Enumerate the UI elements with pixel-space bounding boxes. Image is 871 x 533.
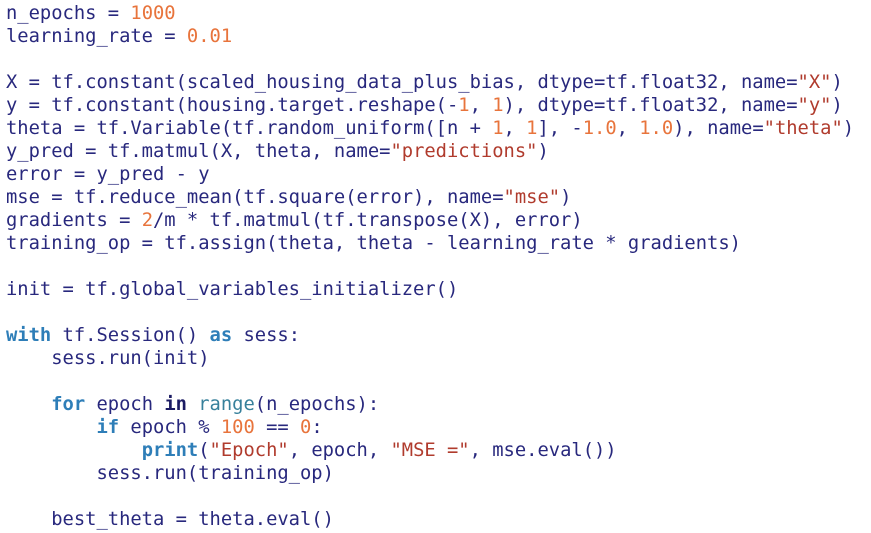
code-line: init = tf.global_variables_initializer() (6, 278, 871, 301)
code-line (6, 255, 871, 278)
code-line (6, 485, 871, 508)
code-token-pl: learning_rate = (6, 26, 187, 47)
code-token-pl: ) (537, 141, 549, 162)
code-token-num: 1.0 (639, 118, 674, 139)
code-line: if epoch % 100 == 0: (6, 416, 871, 439)
code-token-pl: ) (831, 95, 843, 116)
code-token-num: 1000 (130, 3, 176, 24)
code-line: training_op = tf.assign(theta, theta - l… (6, 232, 871, 255)
code-line: error = y_pred - y (6, 163, 871, 186)
code-token-pl: epoch (85, 394, 165, 415)
code-token-pl: training_op = tf.assign(theta, theta - l… (6, 233, 741, 254)
code-token-pl: (n_epochs): (254, 394, 380, 415)
code-token-num: 1 (492, 118, 504, 139)
code-token-pl: mse = tf.reduce_mean(tf.square(error), n… (6, 187, 504, 208)
code-token-pl: ), dtype=tf.float32, name= (503, 95, 798, 116)
code-token-pl: , (503, 118, 527, 139)
code-token-str: "MSE =" (390, 440, 470, 461)
code-line: for epoch in range(n_epochs): (6, 393, 871, 416)
code-line: print("Epoch", epoch, "MSE =", mse.eval(… (6, 439, 871, 462)
code-token-pl (6, 440, 142, 461)
code-token-pl: sess.run(training_op) (6, 463, 334, 484)
code-token-pl: == (254, 417, 301, 438)
code-token-pl: theta = tf.Variable(tf.random_uniform([n… (6, 118, 493, 139)
code-token-pl (6, 417, 96, 438)
code-token-pl: ) (842, 118, 855, 139)
code-line: theta = tf.Variable(tf.random_uniform([n… (6, 117, 871, 140)
code-line: learning_rate = 0.01 (6, 25, 871, 48)
code-token-str: "predictions" (390, 141, 538, 162)
code-token-pl: sess: (232, 325, 301, 346)
code-token-pl: n_epochs = (6, 3, 131, 24)
code-token-pl: sess.run(init) (6, 348, 210, 369)
code-token-pl: epoch % (119, 417, 221, 438)
code-token-str: "y" (797, 95, 832, 116)
code-token-num: 1 (526, 118, 538, 139)
code-line: sess.run(training_op) (6, 462, 871, 485)
code-line (6, 301, 871, 324)
code-token-str: "X" (797, 72, 832, 93)
code-line: mse = tf.reduce_mean(tf.square(error), n… (6, 186, 871, 209)
code-token-num: 1.0 (582, 118, 617, 139)
code-token-str: "theta" (763, 118, 843, 139)
code-token-bi: range (198, 394, 255, 415)
code-token-kw: if (96, 417, 120, 438)
code-token-pl: tf.Session() (51, 325, 210, 346)
code-line: with tf.Session() as sess: (6, 324, 871, 347)
code-token-pl (187, 394, 198, 415)
code-token-pl: ) (831, 72, 843, 93)
code-token-kw: for (51, 394, 86, 415)
code-token-pl: init = tf.global_variables_initializer() (6, 279, 459, 300)
code-line: gradients = 2/m * tf.matmul(tf.transpose… (6, 209, 871, 232)
code-token-kw: with (6, 325, 52, 346)
code-token-num: 100 (220, 417, 255, 438)
code-token-num: 2 (141, 210, 153, 231)
code-token-pl: , (616, 118, 640, 139)
code-token-str: "mse" (503, 187, 561, 208)
code-line: y = tf.constant(housing.target.reshape(-… (6, 94, 871, 117)
code-token-pl: : (311, 417, 323, 438)
code-token-num: 1 (458, 95, 470, 116)
code-line: X = tf.constant(scaled_housing_data_plus… (6, 71, 871, 94)
code-token-str: "Epoch" (209, 440, 289, 461)
code-token-pl: X = tf.constant(scaled_housing_data_plus… (6, 72, 798, 93)
code-token-kw: print (141, 440, 199, 461)
code-token-pl: ], - (537, 118, 583, 139)
code-token-num: 0.01 (186, 26, 233, 47)
code-line: n_epochs = 1000 (6, 2, 871, 25)
code-token-pl: error = y_pred - y (6, 164, 210, 185)
code-token-pl: , epoch, (288, 440, 391, 461)
code-token-pl (6, 394, 51, 415)
code-token-num: 0 (300, 417, 312, 438)
code-token-kwin: in (164, 394, 187, 415)
code-token-pl: /m * tf.matmul(tf.transpose(X), error) (153, 210, 583, 231)
code-token-pl: y = tf.constant(housing.target.reshape(- (6, 95, 459, 116)
code-line: sess.run(init) (6, 347, 871, 370)
code-token-pl: ( (198, 440, 210, 461)
code-token-pl: best_theta = theta.eval() (6, 509, 334, 530)
code-token-pl: ) (560, 187, 572, 208)
code-token-pl: y_pred = tf.matmul(X, theta, name= (6, 141, 391, 162)
code-token-pl: , (469, 95, 493, 116)
code-token-pl: , mse.eval()) (469, 440, 617, 461)
code-token-num: 1 (492, 95, 504, 116)
code-line (6, 48, 871, 71)
code-token-pl: gradients = (6, 210, 142, 231)
code-line: best_theta = theta.eval() (6, 508, 871, 531)
code-token-kw: as (209, 325, 233, 346)
code-line (6, 370, 871, 393)
code-token-pl: ), name= (673, 118, 764, 139)
code-line: y_pred = tf.matmul(X, theta, name="predi… (6, 140, 871, 163)
